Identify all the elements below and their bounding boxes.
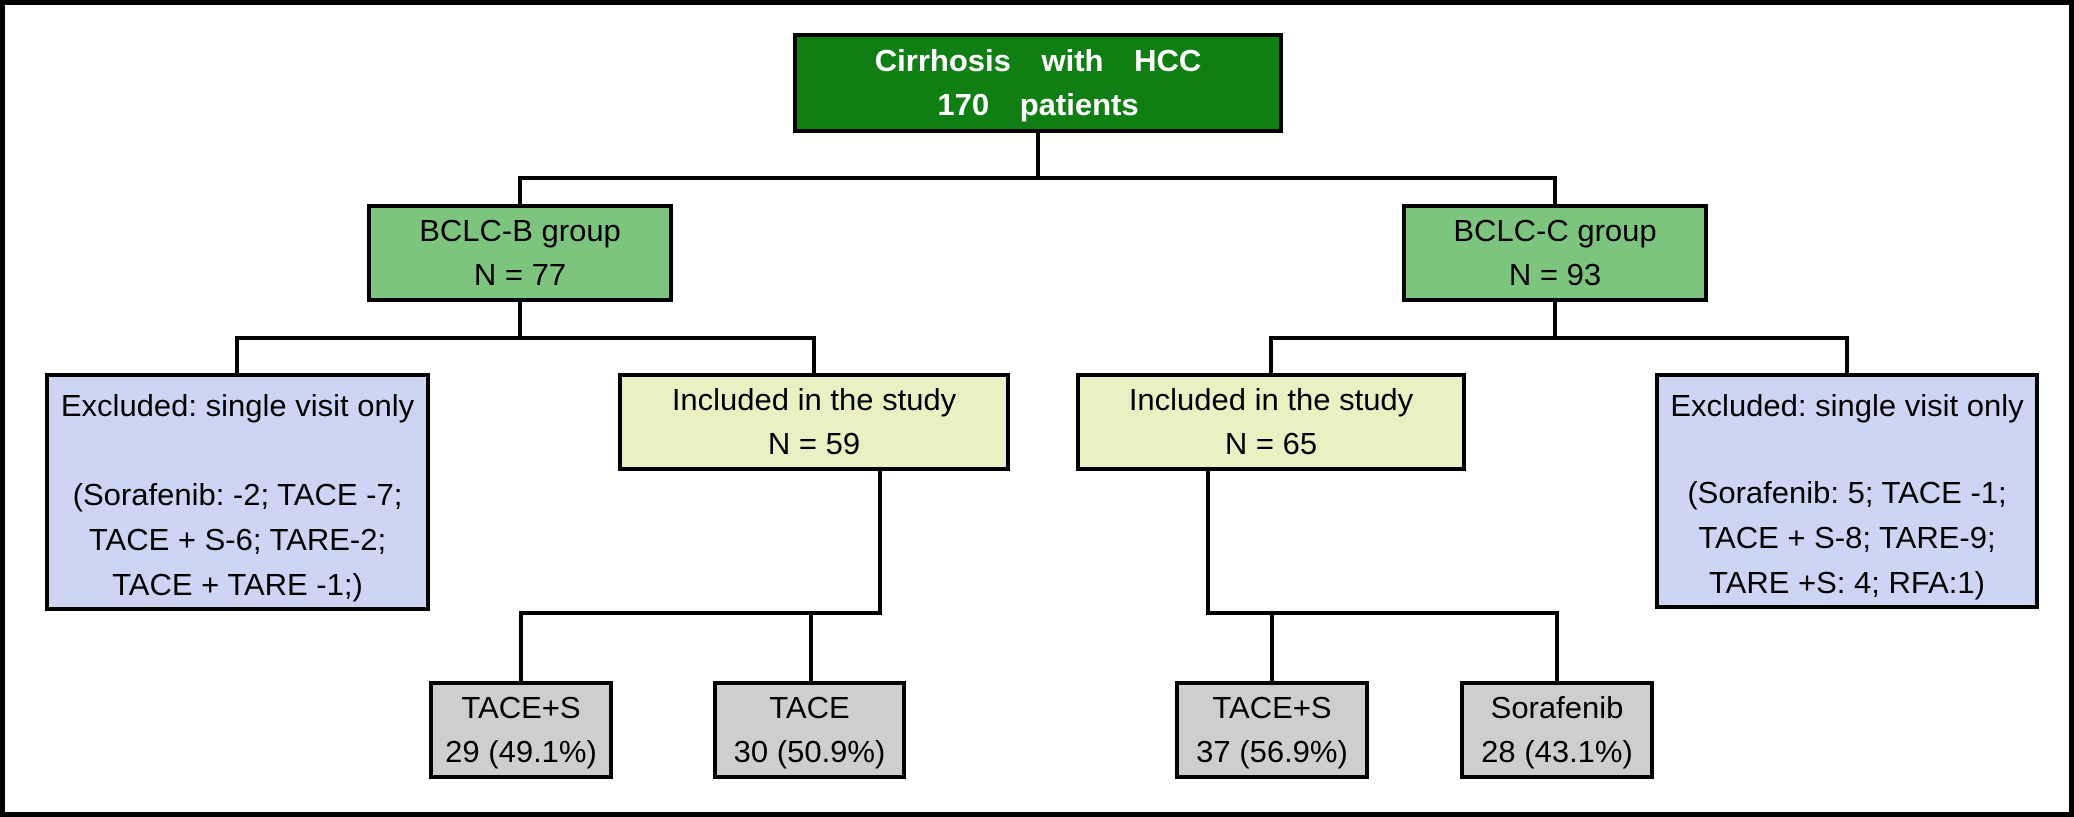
node-title: Sorafenib xyxy=(1490,690,1624,725)
node-included-bclc-c: Included in the study N = 65 xyxy=(1076,373,1466,471)
blank-line xyxy=(49,428,426,472)
node-detail: (Sorafenib: 5; TACE -1; xyxy=(1687,475,2007,510)
node-title: Excluded: single visit only xyxy=(60,388,415,423)
node-count: N = 93 xyxy=(1508,257,1602,292)
node-detail: TACE + S-6; TARE-2; xyxy=(88,522,387,557)
node-tace-s-bclc-b: TACE+S 29 (49.1%) xyxy=(429,681,613,779)
node-excluded-bclc-c: Excluded: single visit only (Sorafenib: … xyxy=(1655,373,2039,609)
node-tace-s-bclc-c: TACE+S 37 (56.9%) xyxy=(1175,681,1369,779)
node-title: Included in the study xyxy=(1128,382,1414,417)
node-title: Cirrhosis with HCC xyxy=(874,43,1202,78)
node-count: 170 patients xyxy=(937,87,1139,122)
node-title: BCLC-C group xyxy=(1453,213,1657,248)
node-detail: TACE + S-8; TARE-9; xyxy=(1698,520,1996,555)
node-title: TACE xyxy=(769,690,850,725)
node-count: 37 (56.9%) xyxy=(1196,734,1348,769)
node-count: 29 (49.1%) xyxy=(445,734,597,769)
node-detail: TARE +S: 4; RFA:1) xyxy=(1709,565,1985,600)
node-bclc-b-group: BCLC-B group N = 77 xyxy=(367,204,673,302)
node-title: BCLC-B group xyxy=(419,213,621,248)
node-count: N = 77 xyxy=(473,257,567,292)
node-count: 28 (43.1%) xyxy=(1481,734,1633,769)
node-excluded-bclc-b: Excluded: single visit only (Sorafenib: … xyxy=(45,373,430,611)
node-sorafenib-bclc-c: Sorafenib 28 (43.1%) xyxy=(1460,681,1654,779)
blank-line xyxy=(1659,428,2035,470)
node-detail: (Sorafenib: -2; TACE -7; xyxy=(72,477,403,512)
node-title: TACE+S xyxy=(461,690,581,725)
node-cirrhosis-with-hcc: Cirrhosis with HCC 170 patients xyxy=(793,33,1283,133)
node-tace-bclc-b: TACE 30 (50.9%) xyxy=(713,681,906,779)
node-title: TACE+S xyxy=(1212,690,1332,725)
node-title: Included in the study xyxy=(671,382,957,417)
node-title: Excluded: single visit only xyxy=(1670,388,2024,423)
node-bclc-c-group: BCLC-C group N = 93 xyxy=(1402,204,1708,302)
node-count: 30 (50.9%) xyxy=(733,734,886,769)
node-detail: TACE + TARE -1;) xyxy=(112,567,363,602)
node-count: N = 59 xyxy=(767,426,861,461)
node-count: N = 65 xyxy=(1224,426,1318,461)
node-included-bclc-b: Included in the study N = 59 xyxy=(618,373,1010,471)
